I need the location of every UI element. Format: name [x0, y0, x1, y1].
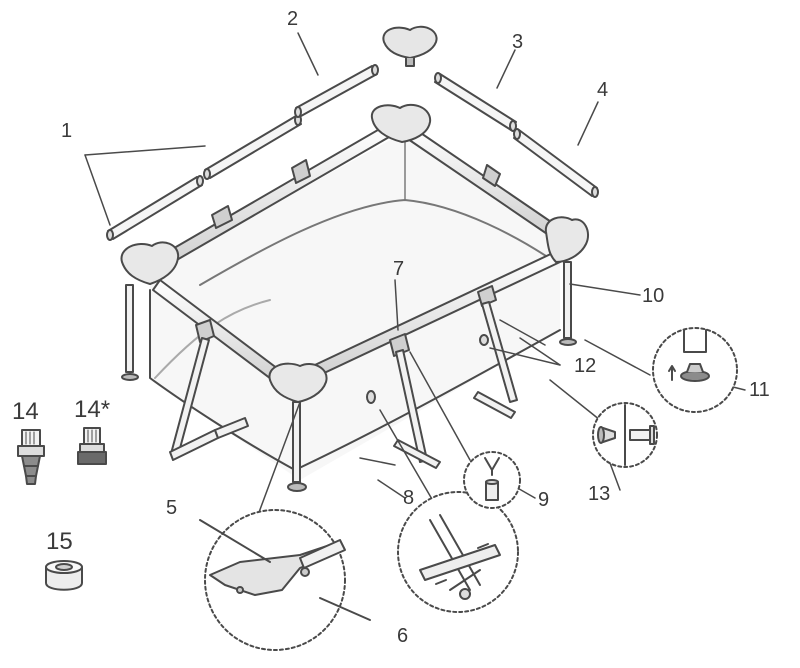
part-14-plug — [17, 429, 45, 485]
corner-joints — [120, 103, 590, 403]
callout-7: 7 — [393, 258, 405, 280]
callout-14: 14 — [12, 398, 39, 425]
callout-10: 10 — [642, 285, 665, 307]
detail-circle-corner — [199, 509, 371, 651]
liner-valve-fitting — [366, 390, 376, 404]
leader-lines — [84, 32, 746, 531]
callout-14-star: 14* — [74, 396, 111, 423]
callout-6: 6 — [397, 625, 409, 647]
rail-clips — [195, 159, 501, 357]
callout-4: 4 — [597, 79, 609, 101]
detail-circle-base — [397, 491, 519, 613]
liner-valve-fitting-2 — [479, 334, 489, 346]
legs — [121, 261, 577, 492]
callout-9: 9 — [538, 489, 550, 511]
callout-12: 12 — [574, 355, 597, 377]
detail-circle-footpad — [652, 327, 738, 413]
part-15-tape-roll — [45, 560, 83, 591]
callout-1: 1 — [61, 120, 73, 142]
top-rail-2-group — [294, 64, 379, 118]
callout-5: 5 — [166, 497, 178, 519]
side-supports — [169, 301, 518, 469]
detail-circle-clip — [463, 451, 521, 509]
callout-11: 11 — [749, 379, 770, 401]
callout-2: 2 — [287, 8, 299, 30]
detail-circle-valve — [592, 402, 658, 468]
callout-13: 13 — [588, 483, 611, 505]
corner-joint-loose — [382, 25, 438, 67]
top-rail-3-4-group — [434, 72, 599, 198]
callout-3: 3 — [512, 31, 524, 53]
callout-15: 15 — [46, 528, 73, 555]
callout-8: 8 — [403, 487, 415, 509]
part-14-star-plug — [77, 427, 107, 465]
